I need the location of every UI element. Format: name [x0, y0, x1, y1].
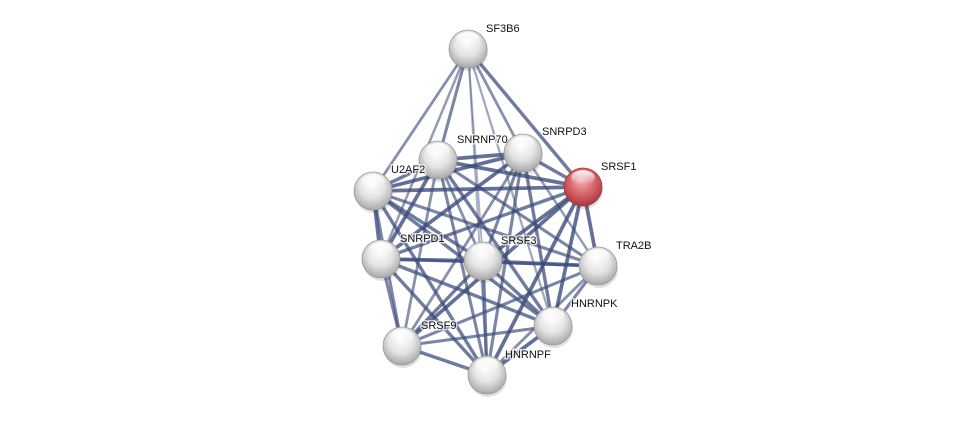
node-hnrnpf[interactable]: HNRNPF: [467, 348, 553, 397]
node-srsf1[interactable]: SRSF1: [563, 160, 638, 209]
edge-sf3b6-u2af2[interactable]: [371, 47, 470, 193]
edge-sf3b6-srsf1[interactable]: [466, 47, 585, 189]
node-highlight: [475, 358, 499, 373]
node-highlight: [361, 174, 385, 189]
node-label: SNRPD1: [400, 233, 445, 245]
node-label: SNRPD3: [542, 126, 587, 138]
node-label: SF3B6: [486, 23, 520, 35]
edge-snrpd1-hnrnpf[interactable]: [379, 257, 489, 377]
node-highlight: [471, 244, 495, 259]
node-highlight: [369, 242, 393, 257]
edge-u2af2-hnrnpf[interactable]: [371, 189, 489, 377]
edge-snrpd1-hnrnpk[interactable]: [379, 257, 555, 328]
node-snrpd1[interactable]: SNRPD1: [361, 232, 446, 281]
node-hnrnpk[interactable]: HNRNPK: [533, 297, 620, 348]
edge-snrpd3-hnrnpk[interactable]: [521, 151, 555, 328]
node-srsf9[interactable]: SRSF9: [382, 319, 458, 368]
edge-srsf1-u2af2[interactable]: [371, 185, 585, 193]
edge-srsf1-snrpd1[interactable]: [379, 185, 585, 261]
edge-hnrnpk-srsf9[interactable]: [400, 324, 555, 348]
node-highlight: [390, 329, 414, 344]
node-highlight: [426, 143, 450, 158]
node-highlight: [456, 32, 480, 47]
node-label: HNRNPK: [571, 298, 618, 310]
node-u2af2[interactable]: U2AF2: [353, 163, 427, 213]
node-label: SNRNP70: [457, 134, 508, 146]
node-highlight: [571, 170, 595, 185]
node-highlight: [541, 309, 565, 324]
node-highlight: [586, 249, 610, 264]
node-label: SRSF3: [501, 235, 536, 247]
edge-srsf1-hnrnpf[interactable]: [485, 185, 585, 377]
edge-u2af2-tra2b[interactable]: [371, 189, 600, 268]
node-label: TRA2B: [616, 240, 651, 252]
node-snrnp70[interactable]: SNRNP70: [418, 133, 509, 182]
edge-snrpd3-tra2b[interactable]: [521, 151, 600, 268]
node-highlight: [511, 136, 535, 151]
edge-tra2b-srsf9[interactable]: [400, 264, 600, 348]
node-label: SRSF9: [421, 320, 456, 332]
node-tra2b[interactable]: TRA2B: [578, 239, 653, 288]
edge-sf3b6-snrpd3[interactable]: [466, 47, 525, 155]
edge-u2af2-hnrnpk[interactable]: [371, 189, 555, 328]
edge-snrnp70-hnrnpf[interactable]: [436, 158, 489, 377]
node-label: U2AF2: [391, 164, 425, 176]
node-label: SRSF1: [601, 161, 636, 173]
node-label: HNRNPF: [505, 349, 551, 361]
node-srsf3[interactable]: SRSF3: [463, 234, 538, 283]
node-sf3b6[interactable]: SF3B6: [448, 22, 521, 71]
node-snrpd3[interactable]: SNRPD3: [503, 125, 588, 175]
edge-srsf3-srsf9[interactable]: [400, 259, 485, 348]
